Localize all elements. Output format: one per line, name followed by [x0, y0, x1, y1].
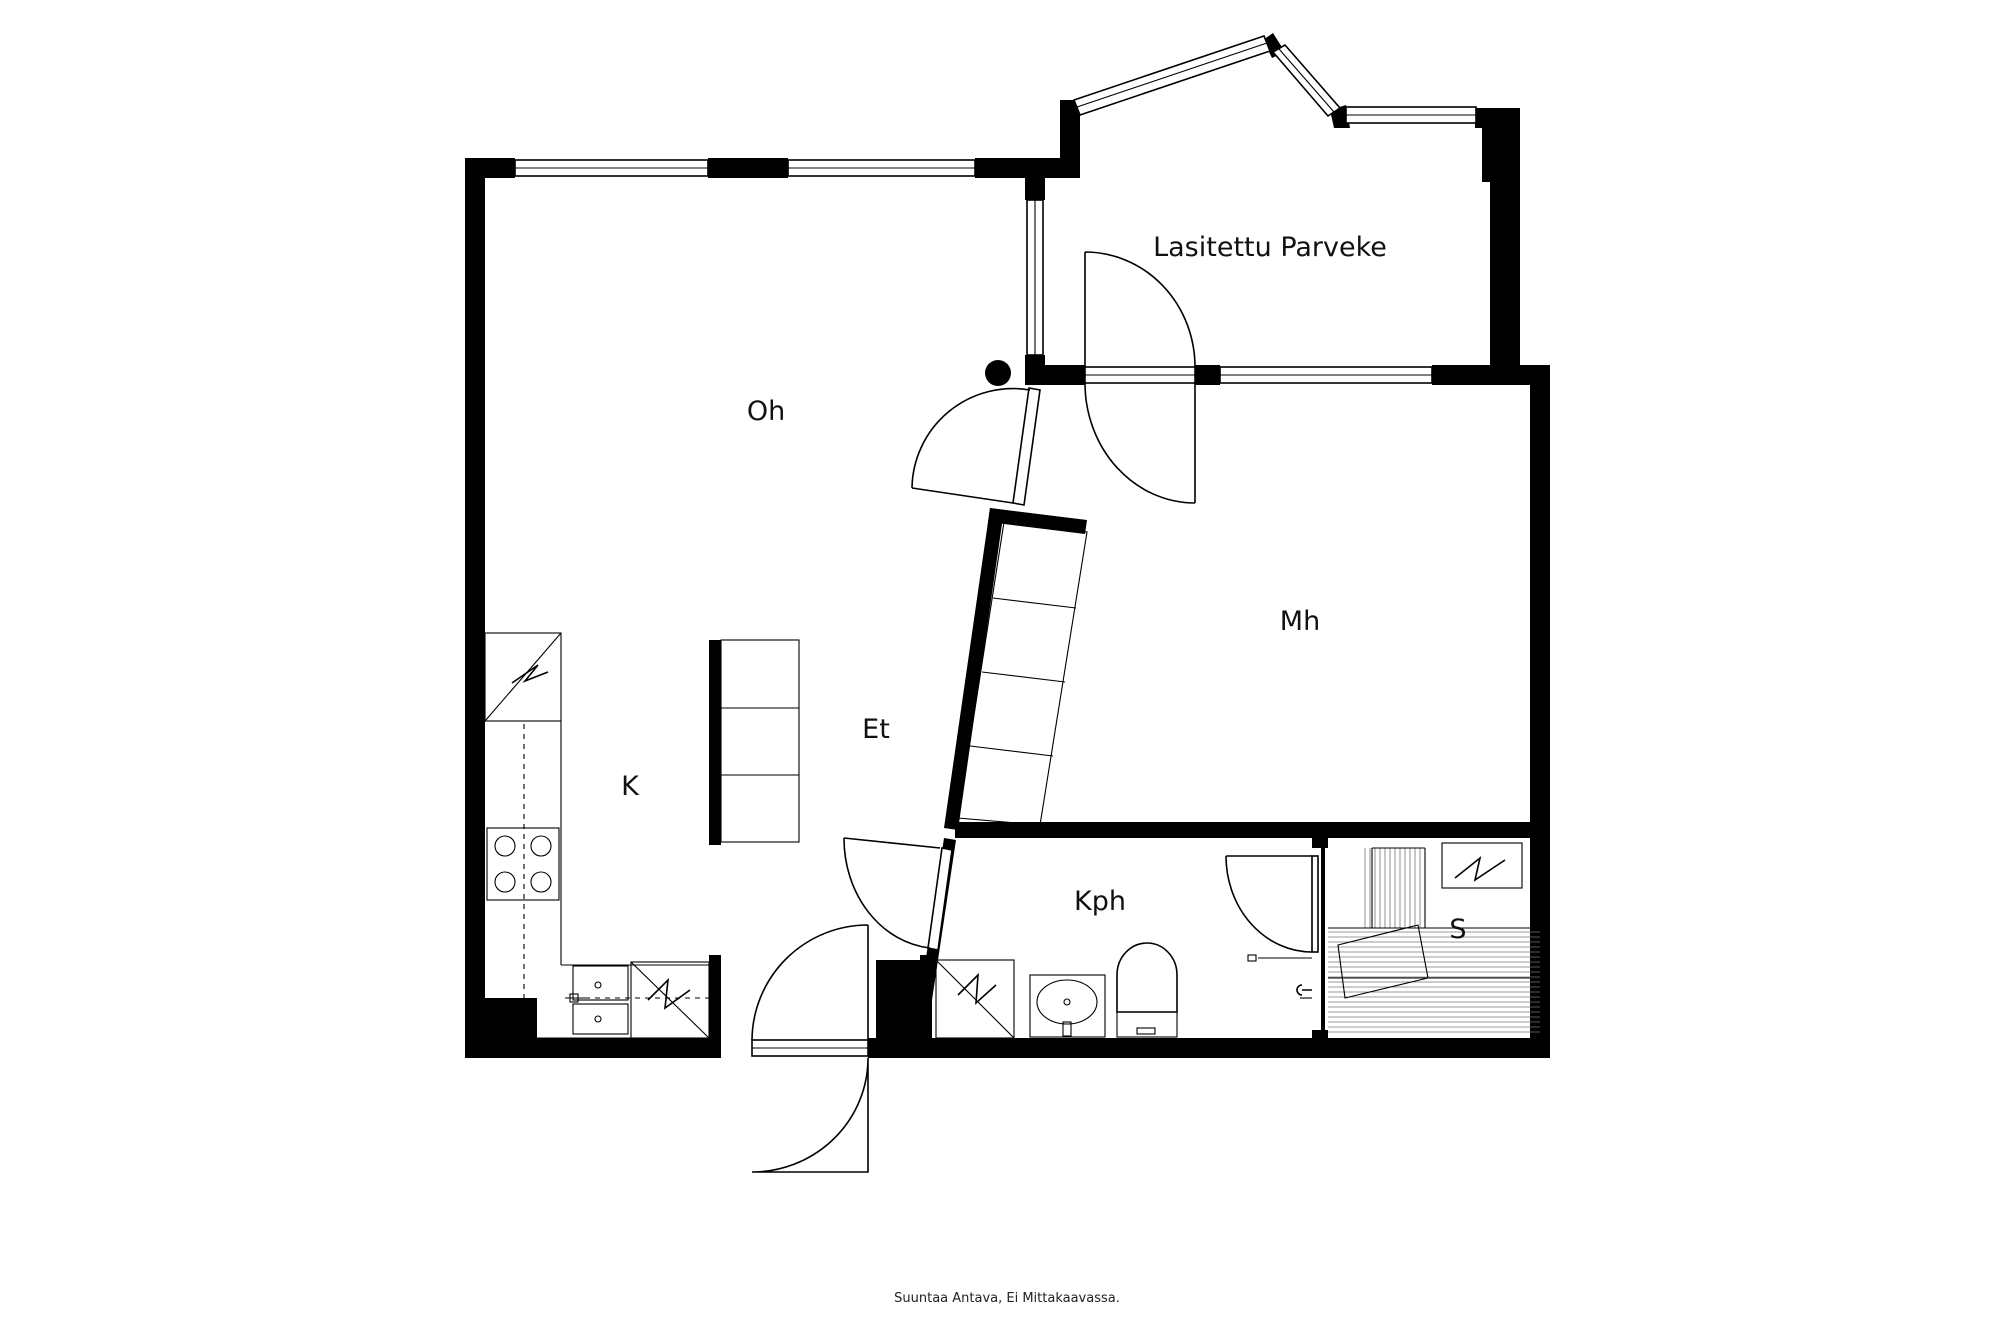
windows [514, 35, 1477, 384]
sauna-fixtures [1328, 842, 1540, 1033]
wardrobes [720, 521, 1088, 843]
doors [751, 251, 1319, 1173]
room-label-living: Oh [747, 396, 785, 427]
room-label-bathroom: Kph [1074, 886, 1126, 917]
walls [465, 33, 1550, 1058]
room-labels: Oh Lasitettu Parveke Mh Et K Kph S [621, 232, 1466, 945]
room-label-balcony: Lasitettu Parveke [1153, 232, 1387, 263]
bathroom-fixtures [935, 942, 1312, 1039]
footer-note: Suuntaa Antava, Ei Mittakaavassa. [894, 1291, 1120, 1306]
room-label-bedroom: Mh [1280, 606, 1320, 637]
kitchen-fixtures [484, 632, 710, 1039]
room-label-kitchen: K [621, 771, 640, 802]
room-label-sauna: S [1449, 914, 1466, 945]
room-label-hall: Et [862, 714, 890, 745]
